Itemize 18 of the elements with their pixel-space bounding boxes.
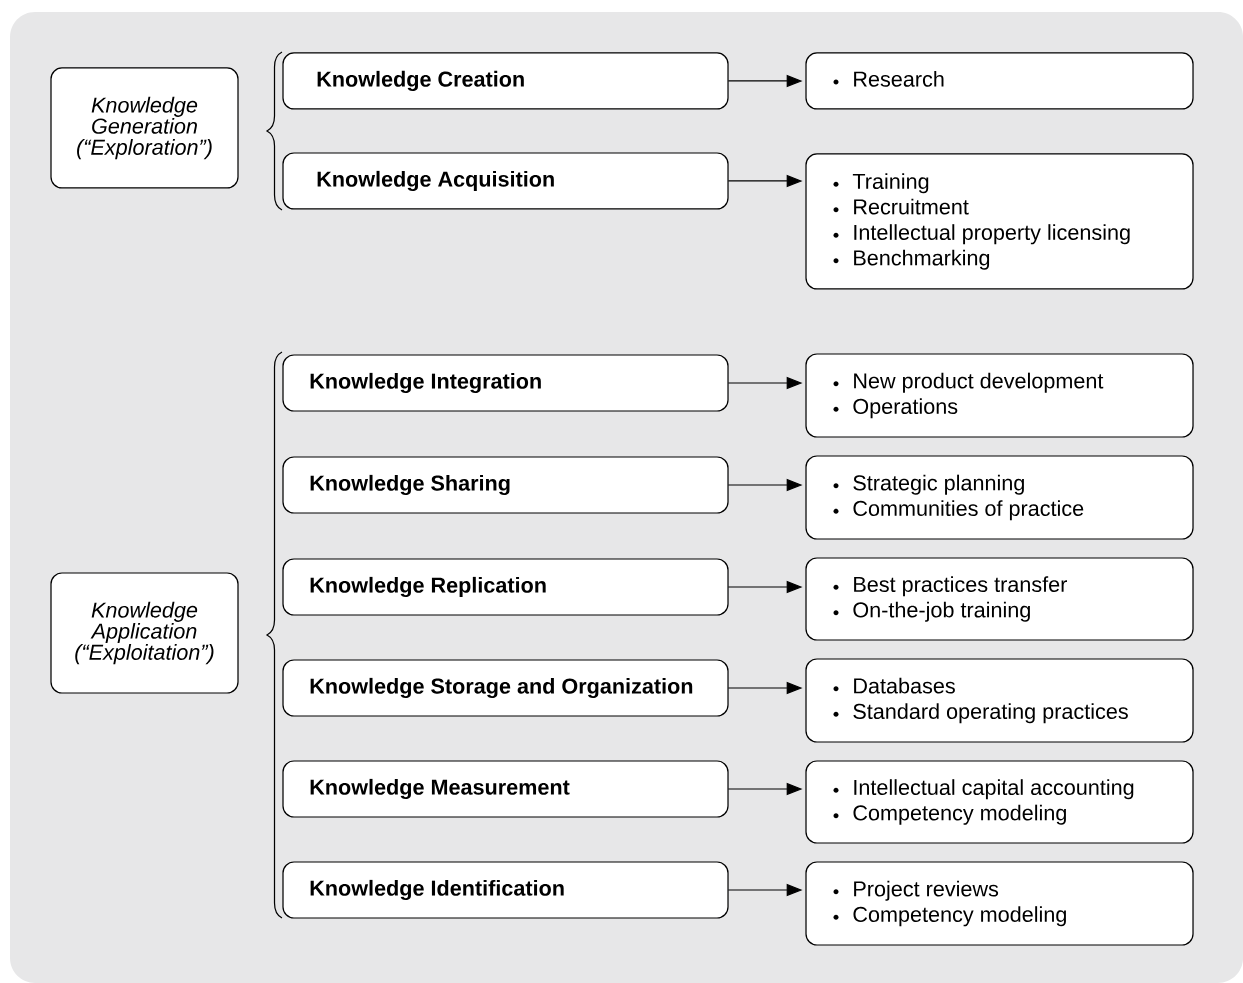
process-box: Knowledge Acquisition <box>282 152 729 210</box>
bullet-list-box: Strategic planning Communities of practice <box>805 455 1194 540</box>
process-box: Knowledge Creation <box>282 52 729 110</box>
concept-box: Knowledge Generation (“Exploration”) <box>50 67 239 189</box>
bullet-list-box: New product development Operations <box>805 353 1194 438</box>
bullet-list-box: Intellectual capital accounting Competency modeling <box>805 760 1194 844</box>
process-box: Knowledge Sharing <box>282 456 729 514</box>
process-box: Knowledge Integration <box>282 354 729 412</box>
bullet-list-box: Project reviews Competency modeling <box>805 861 1194 946</box>
concept-box: Knowledge Application (“Exploitation”) <box>50 572 239 694</box>
process-box: Knowledge Replication <box>282 558 729 616</box>
process-box: Knowledge Storage and Organization <box>282 659 729 717</box>
process-box: Knowledge Measurement <box>282 760 729 818</box>
bullet-list-box: Best practices transfer On-the-job training <box>805 557 1194 641</box>
bullet-list-box: Databases Standard operating practices <box>805 658 1194 743</box>
bullet-list-box: Training Recruitment Intellectual property licensing Benchmarking <box>805 153 1194 290</box>
bullet-list-box: Research <box>805 52 1194 110</box>
process-box: Knowledge Identification <box>282 861 729 919</box>
